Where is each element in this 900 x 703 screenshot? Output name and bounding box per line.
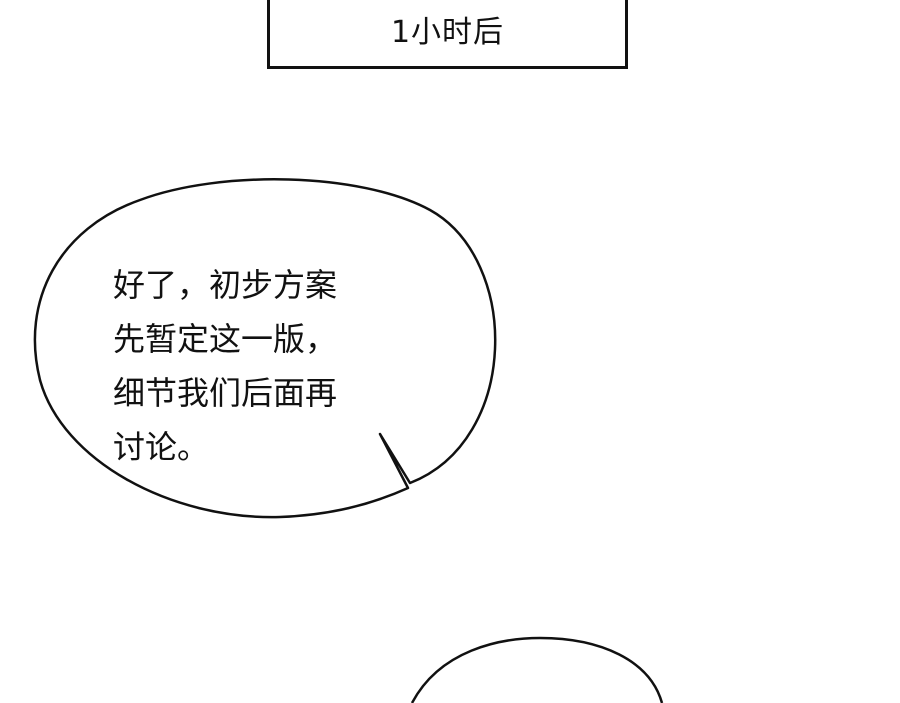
- next-speech-bubble-top: [410, 636, 664, 703]
- speech-bubble-text: 好了，初步方案 先暂定这一版， 细节我们后面再 讨论。: [113, 258, 413, 474]
- speech-bubble-outline: [33, 178, 497, 519]
- speech-line-2: 先暂定这一版，: [113, 320, 338, 358]
- speech-line-1: 好了，初步方案: [113, 266, 338, 304]
- speech-line-3: 细节我们后面再: [113, 374, 338, 412]
- time-caption-text: 1小时后: [390, 14, 505, 50]
- speech-line-4: 讨论。: [113, 428, 210, 466]
- time-caption-box: 1小时后: [267, 0, 628, 69]
